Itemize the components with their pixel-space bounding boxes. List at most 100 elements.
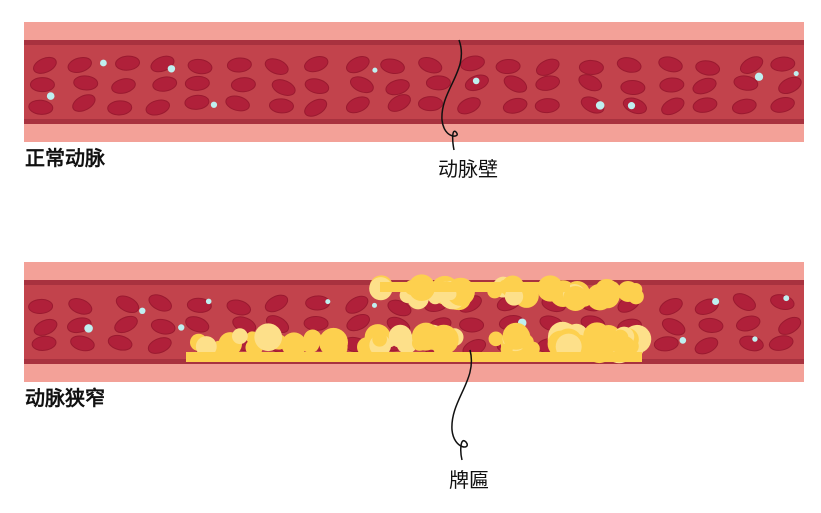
- red-blood-cell: [72, 94, 96, 112]
- red-blood-cell: [658, 56, 683, 73]
- platelet: [472, 77, 480, 85]
- red-blood-cell: [736, 315, 761, 332]
- red-blood-cell: [695, 60, 721, 76]
- platelet: [752, 336, 758, 342]
- plaque-blob: [372, 331, 387, 347]
- red-blood-cell: [346, 56, 370, 74]
- red-blood-cell: [29, 77, 55, 93]
- platelet: [205, 298, 212, 305]
- red-blood-cell: [107, 334, 133, 351]
- plaque-blob: [507, 325, 531, 349]
- red-blood-cell: [264, 294, 289, 313]
- plaque-blob: [562, 285, 588, 311]
- red-blood-cell: [271, 79, 296, 96]
- red-blood-cell: [778, 76, 802, 95]
- red-blood-cell: [694, 337, 719, 355]
- red-blood-cell: [184, 94, 210, 110]
- platelet: [100, 59, 107, 67]
- platelet: [372, 67, 378, 73]
- plaque-blob: [388, 324, 412, 348]
- red-blood-cell: [107, 100, 133, 116]
- red-blood-cell: [304, 78, 330, 95]
- red-blood-cell: [770, 56, 796, 72]
- platelet: [754, 72, 764, 81]
- artery-wall-label: 动脉壁: [438, 157, 498, 181]
- red-blood-cell: [226, 299, 252, 316]
- red-blood-cell: [460, 55, 485, 72]
- red-blood-cell: [304, 56, 329, 73]
- lumen: [24, 45, 804, 119]
- red-blood-cell: [264, 58, 289, 75]
- red-blood-cell: [187, 58, 213, 75]
- platelet: [167, 65, 176, 73]
- red-blood-cell: [692, 77, 717, 95]
- red-blood-cell: [535, 75, 561, 91]
- red-blood-cell: [380, 58, 405, 75]
- red-blood-cell: [67, 56, 92, 73]
- red-blood-cell: [616, 57, 642, 73]
- red-blood-cell: [345, 295, 369, 314]
- red-blood-cell: [150, 318, 176, 335]
- red-blood-cell: [349, 76, 374, 94]
- platelet: [371, 302, 377, 308]
- platelet: [627, 102, 636, 110]
- red-blood-cell: [303, 315, 329, 331]
- red-blood-cell: [268, 98, 294, 114]
- platelet: [595, 101, 605, 110]
- red-blood-cell: [733, 75, 759, 91]
- plaque-pointer-line: [451, 349, 473, 461]
- platelet: [679, 337, 687, 344]
- plaque-blob: [488, 331, 504, 347]
- red-blood-cell: [148, 294, 172, 312]
- red-blood-cell: [225, 95, 250, 112]
- platelet: [793, 70, 799, 77]
- red-blood-cell: [33, 318, 58, 336]
- plaque-blob: [612, 329, 629, 346]
- red-blood-cell: [418, 96, 444, 112]
- red-blood-cell: [739, 56, 764, 74]
- red-blood-cell: [536, 58, 560, 76]
- red-blood-cell: [114, 315, 138, 334]
- platelet: [325, 299, 331, 305]
- normal-artery-label: 正常动脉: [25, 146, 105, 170]
- red-blood-cell: [385, 79, 410, 96]
- plaque-blob: [319, 327, 348, 357]
- plaque-blob: [195, 336, 217, 357]
- platelet: [712, 297, 720, 306]
- red-blood-cell: [770, 96, 795, 113]
- red-blood-cell: [346, 313, 370, 332]
- plaque-blob: [582, 338, 600, 356]
- plaque-bottom: [186, 352, 642, 362]
- narrowed-artery-label: 动脉狭窄: [25, 386, 105, 410]
- plaque-label: 牌匾: [449, 468, 489, 492]
- red-blood-cell: [115, 295, 140, 314]
- red-blood-cell: [152, 76, 178, 92]
- red-blood-cell: [387, 94, 411, 112]
- red-blood-cell: [70, 335, 95, 352]
- red-blood-cell: [732, 293, 756, 311]
- red-blood-cell: [620, 79, 646, 96]
- red-blood-cell: [186, 297, 212, 313]
- red-blood-cell: [661, 97, 685, 116]
- red-blood-cell: [659, 77, 685, 93]
- red-blood-cell: [661, 318, 686, 336]
- red-blood-cell: [425, 75, 451, 91]
- red-blood-cell: [33, 56, 57, 74]
- red-blood-cell: [659, 297, 683, 316]
- red-blood-cell: [578, 59, 604, 75]
- red-blood-cell: [418, 56, 443, 74]
- red-blood-cell: [185, 316, 210, 333]
- red-blood-cell: [495, 59, 521, 75]
- red-blood-cell: [111, 78, 136, 94]
- platelet: [139, 307, 146, 315]
- red-blood-cell: [778, 316, 802, 335]
- red-blood-cell: [31, 335, 57, 351]
- artery-wall-pointer-line: [441, 39, 463, 151]
- narrowed-artery-vessel: [24, 262, 804, 382]
- platelet: [783, 295, 790, 302]
- red-blood-cell: [692, 97, 718, 113]
- red-blood-cell: [73, 75, 99, 91]
- red-blood-cell: [459, 317, 485, 333]
- red-blood-cell: [578, 74, 603, 92]
